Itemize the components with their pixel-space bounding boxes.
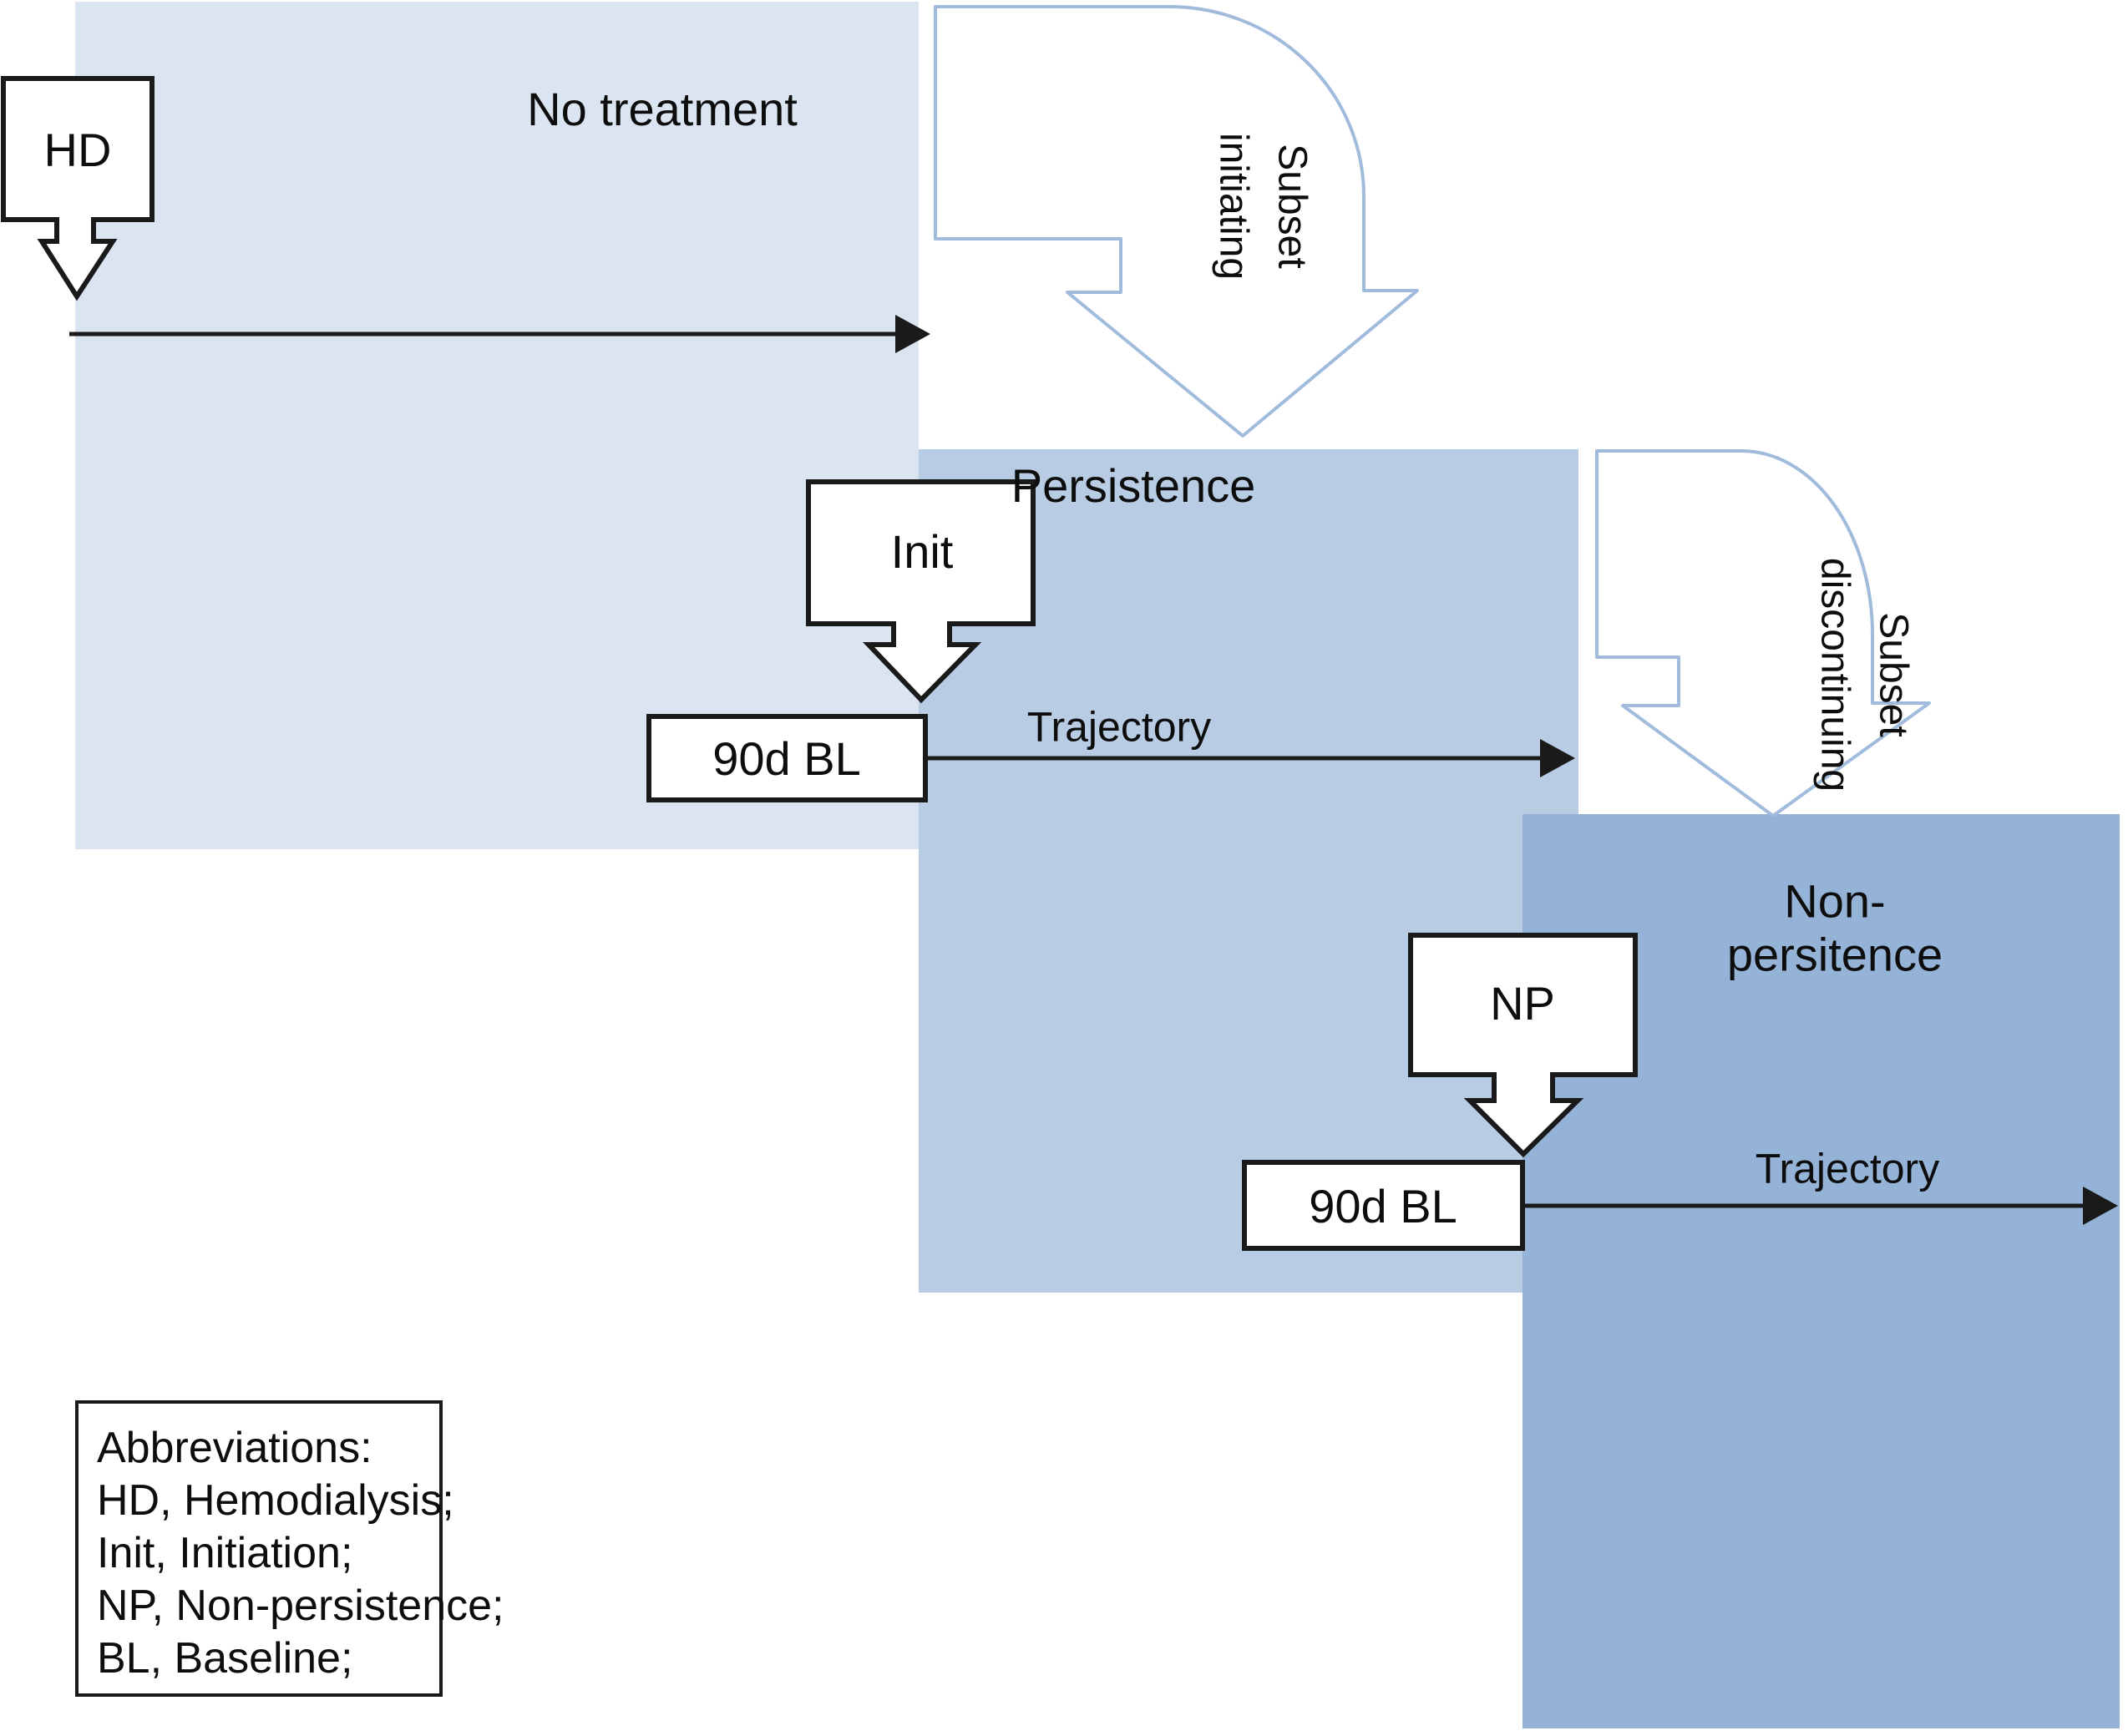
subset-initiating-label: Subset initiating — [1212, 132, 1315, 281]
subset-initiating-arrow — [934, 5, 1419, 438]
init-callout-label: Init — [890, 524, 954, 578]
no-treatment-region — [75, 2, 919, 849]
legend-title: Abbreviations: — [97, 1424, 372, 1472]
abbreviations-box: Abbreviations: HD, Hemodialysis; Init, I… — [75, 1400, 504, 1697]
legend-entry-init: Init, Initiation; — [97, 1529, 353, 1577]
legend-entry-bl: BL, Baseline; — [97, 1634, 353, 1683]
np-callout-shape — [1408, 933, 1638, 1158]
baseline-box-persistence — [646, 714, 928, 802]
no-treatment-timeline-arrowhead — [895, 315, 930, 353]
non-persistence-trajectory-arrowhead — [2083, 1187, 2118, 1225]
legend-entry-hd: HD, Hemodialysis; — [97, 1476, 454, 1525]
hd-callout-shape — [1, 76, 155, 301]
baseline-box-non-persistence — [1242, 1160, 1525, 1251]
no-treatment-region-title: No treatment — [527, 82, 798, 135]
persistence-trajectory-label: Trajectory — [1026, 703, 1212, 751]
persistence-region-title: Persistence — [1011, 458, 1256, 512]
init-callout-shape — [806, 479, 1036, 704]
baseline-label-non-persistence: 90d BL — [1309, 1179, 1457, 1232]
baseline-label-persistence: 90d BL — [712, 731, 861, 785]
np-callout-label: NP — [1490, 976, 1555, 1030]
non-persistence-region-title: Non-persitence — [1726, 874, 1943, 981]
subset-discontinuing-arrow — [1595, 449, 1931, 817]
persistence-trajectory-arrowhead — [1540, 739, 1575, 777]
hd-callout-label: HD — [43, 123, 112, 176]
subset-discontinuing-label: Subset discontinuing — [1813, 557, 1916, 792]
legend-entry-np: NP, Non-persistence; — [97, 1582, 504, 1630]
non-persistence-trajectory-label: Trajectory — [1755, 1145, 1940, 1192]
